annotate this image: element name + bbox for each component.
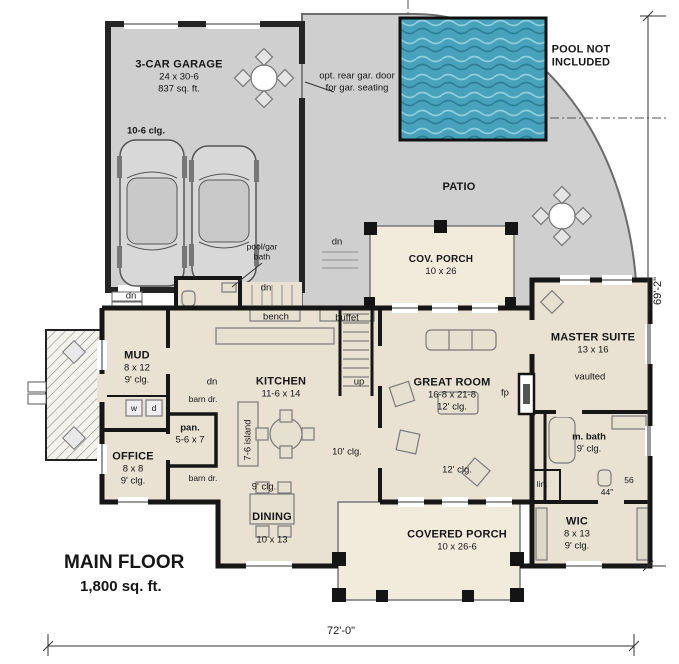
dining-dim-label: 10 x 13: [256, 534, 288, 546]
dn-label: dn: [260, 282, 272, 294]
great-ceiling-label: 12' clg.: [442, 464, 472, 476]
pool: [398, 16, 548, 142]
door-openings: [97, 320, 624, 507]
room-label-mbath: m. bath 9' clg.: [572, 431, 606, 454]
dryer-label: d: [151, 403, 157, 413]
dn-label: dn: [125, 290, 137, 302]
room-label-master: MASTER SUITE 13 x 16: [550, 331, 636, 356]
room-label-great: GREAT ROOM 16-8 x 21-8 12' clg.: [413, 376, 491, 413]
vanity: [611, 415, 647, 430]
room-label-wic: WIC 8 x 13 9' clg.: [564, 515, 590, 552]
toilet: [597, 469, 612, 487]
kitchen-ceiling-label: 9' clg.: [251, 481, 277, 493]
room-label-office: OFFICE 8 x 8 9' clg.: [112, 450, 154, 487]
garage-ceiling-label: 10-6 clg.: [126, 125, 166, 137]
room-label-mud: MUD 8 x 12 9' clg.: [124, 349, 150, 386]
coffee-table: [437, 391, 479, 415]
washer-label: w: [130, 403, 138, 413]
dn-label: dn: [206, 376, 218, 388]
armchair: [461, 457, 491, 487]
car-icon: [189, 145, 259, 285]
bench-label: bench: [263, 311, 289, 323]
up-label: up: [353, 376, 365, 388]
deck: [27, 329, 103, 461]
dryer-box: [145, 399, 163, 417]
room-label-pantry: pan. 5-6 x 7: [175, 422, 205, 445]
linen-label: lin.: [536, 479, 548, 489]
kitchen-table: [269, 417, 303, 451]
fireplace: [517, 372, 536, 416]
wic-shelves: [636, 507, 649, 561]
sink: [221, 282, 237, 293]
pool-note: POOL NOT INCLUDED: [551, 43, 611, 69]
island-label: 7-6 island: [242, 419, 254, 461]
kitchen-counter: [215, 327, 335, 345]
room-label-kitchen: KITCHEN 11-6 x 14: [255, 375, 307, 400]
dim-56-label: 56: [624, 475, 634, 485]
garage-steps: [111, 291, 143, 302]
barn-door-label: barn dr.: [188, 473, 218, 483]
tub: [548, 416, 576, 464]
windows: [97, 275, 655, 571]
room-label-cov-porch: COV. PORCH 10 x 26: [408, 254, 474, 278]
toilet: [181, 290, 196, 307]
hall-ceiling-label: 10' clg.: [332, 446, 362, 458]
covered-porch-floor: [337, 501, 521, 601]
room-label-dining: DINING: [252, 511, 292, 523]
master-vaulted-label: vaulted: [574, 371, 606, 383]
armchair: [539, 289, 565, 315]
room-label-patio: PATIO: [442, 181, 476, 193]
dimension-lines: [42, 10, 666, 656]
patio-table: [233, 47, 295, 109]
car-icon: [117, 139, 187, 287]
pillars: [332, 220, 524, 602]
sofa: [425, 329, 497, 351]
patio-table: [531, 185, 593, 247]
room-label-covered-porch: COVERED PORCH 10 x 26-6: [407, 528, 507, 553]
dim-right-label: 69'-2": [652, 276, 664, 306]
cov-porch-floor: [369, 225, 515, 309]
opt-door-note: opt. rear gar. door for gar. seating: [319, 70, 395, 93]
armchair: [388, 380, 416, 408]
dn-label: dn: [331, 236, 343, 248]
buffet-label: buffet: [335, 312, 359, 324]
wic-shelves: [535, 507, 548, 561]
room-label-garage: 3-CAR GARAGE 24 x 30-6 837 sq. ft.: [135, 58, 223, 95]
stairs: [343, 313, 369, 387]
dining-table: [249, 493, 295, 525]
patio-steps: [251, 251, 358, 305]
fireplace-label: fp: [501, 387, 509, 399]
dim-bottom-label: 72'-0": [326, 625, 356, 637]
plan-subtitle: 1,800 sq. ft.: [80, 578, 162, 595]
barn-door-label: barn dr.: [188, 394, 218, 404]
dim-44-label: 44": [600, 487, 614, 497]
plan-title: MAIN FLOOR: [64, 552, 185, 573]
washer-box: [125, 399, 143, 417]
furniture: [125, 282, 649, 561]
armchair: [395, 429, 421, 455]
leader-lines: [231, 81, 335, 288]
pool-gar-bath-label: pool/gar bath: [246, 241, 278, 262]
